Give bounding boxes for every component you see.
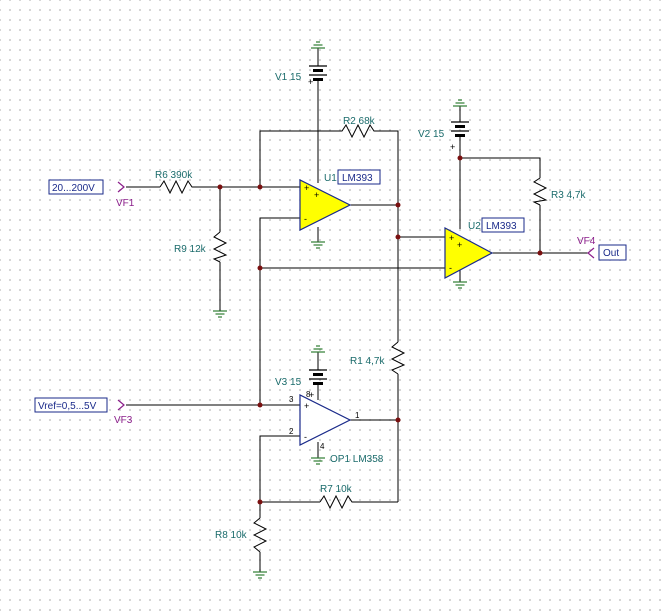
resistor-r1-label: R1 4,7k [350,356,385,367]
ground-symbol [452,99,468,113]
u2-vcc-sign: + [457,240,462,250]
comparator-u2 [444,227,494,279]
op1-pin3: 3 [289,395,294,404]
op1-pin4: 4 [320,442,325,451]
u1-ref-label: U1 [324,173,337,184]
u2-part-label: LM393 [486,221,517,232]
probe-vf3-icon [117,399,125,411]
ground-symbol [452,275,468,289]
ground-symbol [310,451,326,465]
battery-v1 [309,54,327,88]
opamp-op1 [299,394,352,446]
u2-ref-label: U2 [468,221,481,232]
resistor-r7-label: R7 10k [320,484,353,495]
probe-vf4-icon [587,247,595,259]
op1-minus-sign: - [304,432,307,442]
resistor-r9-label: R9 12k [174,244,207,255]
u1-part-label: LM393 [342,173,373,184]
v1-plus-sign: + [308,77,313,87]
resistor-r6-label: R6 390k [155,170,193,181]
u2-minus-sign: - [449,263,452,273]
probe-vf1-label: VF1 [116,198,135,209]
u1-vcc-sign: + [314,190,319,200]
resistor-r7 [319,494,356,510]
ground-symbol [310,235,326,249]
ground-symbol [310,345,326,359]
source-v3-label: V3 15 [275,377,302,388]
op1-plus-sign: + [304,401,309,411]
junction-dots [217,155,543,505]
probe-vf3-label: VF3 [114,415,133,426]
source-v1-label: V1 15 [275,72,302,83]
input-label-1: 20...200V [52,183,95,194]
ground-symbol [252,565,268,579]
op1-pin2: 2 [289,427,294,436]
input-label-2: Vref=0,5...5V [38,401,97,412]
source-v2-label: V2 15 [418,129,445,140]
comparator-u1 [299,179,352,231]
resistor-r3 [532,177,548,206]
resistor-r8-label: R8 10k [215,530,248,541]
resistor-r6 [159,179,196,195]
u2-part-box [481,217,525,233]
u1-part-box [337,169,381,185]
battery-v2 [451,112,469,146]
v2-plus-sign: + [450,142,455,152]
u2-plus-sign: + [449,233,454,243]
v3-plus-sign: + [309,390,314,400]
resistor-r9 [212,231,228,263]
resistor-r2-label: R2 68k [343,116,376,127]
op1-pin1: 1 [355,411,360,420]
resistor-r2 [335,123,382,139]
output-label: Out [603,248,619,259]
u1-minus-sign: - [304,214,307,224]
u1-plus-sign: + [304,183,309,193]
resistor-r1 [390,341,406,375]
op1-label: OP1 LM358 [330,454,384,465]
probe-vf1-icon [117,181,125,193]
output-box [598,244,627,261]
ground-symbol [310,41,326,55]
resistor-r8 [252,517,268,553]
probe-vf4-label: VF4 [577,236,596,247]
battery-v3 [309,358,327,393]
wires [126,88,588,566]
input-box-2 [34,397,108,413]
op1-pin8: 8 [306,390,311,399]
input-box-1 [48,179,104,195]
ground-symbol [212,304,228,318]
resistor-r3-label: R3 4,7k [551,190,586,201]
